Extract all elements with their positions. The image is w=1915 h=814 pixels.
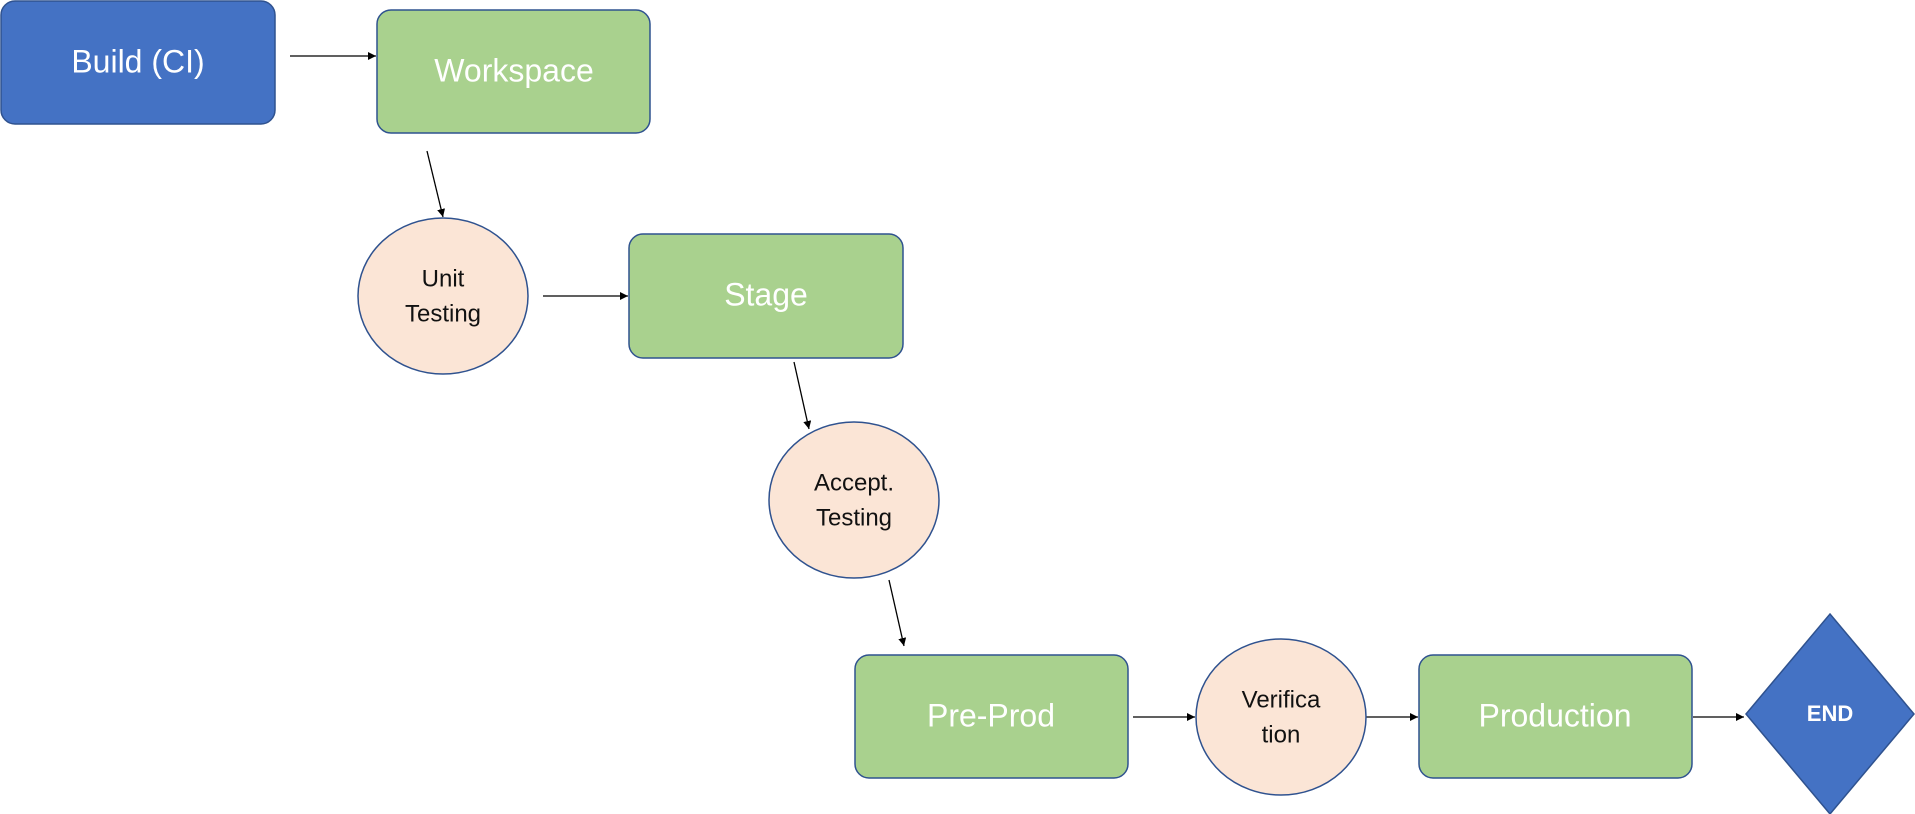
node-end-label: END — [1807, 701, 1853, 726]
node-verification-label-line-2: tion — [1262, 721, 1301, 748]
node-pre-prod-label: Pre-Prod — [927, 697, 1055, 733]
node-pre-prod-shape — [854, 654, 1129, 779]
node-workspace-shape — [376, 9, 651, 134]
node-end-shape — [1745, 612, 1915, 814]
node-build: Build (CI) — [0, 0, 276, 125]
node-production-shape — [1418, 654, 1693, 779]
edges — [290, 52, 1744, 721]
node-build-shape — [0, 0, 276, 125]
node-verification-label-line-1: Verifica — [1242, 686, 1321, 713]
node-unit-testing-label-line-1: Unit — [422, 265, 465, 292]
node-pre-prod: Pre-Prod — [854, 654, 1129, 779]
node-verification-shape — [1195, 638, 1367, 796]
node-accept-testing: Accept. Testing — [768, 421, 940, 579]
node-production-label: Production — [1479, 697, 1632, 733]
node-end: END — [1745, 612, 1915, 814]
node-accept-testing-label-line-2: Testing — [816, 504, 892, 531]
node-accept-testing-label-line-1: Accept. — [814, 469, 894, 496]
node-workspace: Workspace — [376, 9, 651, 134]
edge-stage-to-accept-testing — [793, 361, 812, 430]
node-workspace-label: Workspace — [434, 52, 593, 88]
node-unit-testing: Unit Testing — [357, 217, 529, 375]
edge-workspace-to-unit-testing — [426, 150, 446, 218]
node-production: Production — [1418, 654, 1693, 779]
node-build-label: Build (CI) — [71, 43, 204, 79]
node-stage: Stage — [628, 233, 904, 359]
edge-accept-testing-to-pre-prod — [888, 579, 907, 647]
node-unit-testing-shape — [357, 217, 529, 375]
node-stage-shape — [628, 233, 904, 359]
node-unit-testing-label-line-2: Testing — [405, 300, 481, 327]
node-accept-testing-shape — [768, 421, 940, 579]
node-verification: Verifica tion — [1195, 638, 1367, 796]
node-stage-label: Stage — [724, 276, 808, 312]
